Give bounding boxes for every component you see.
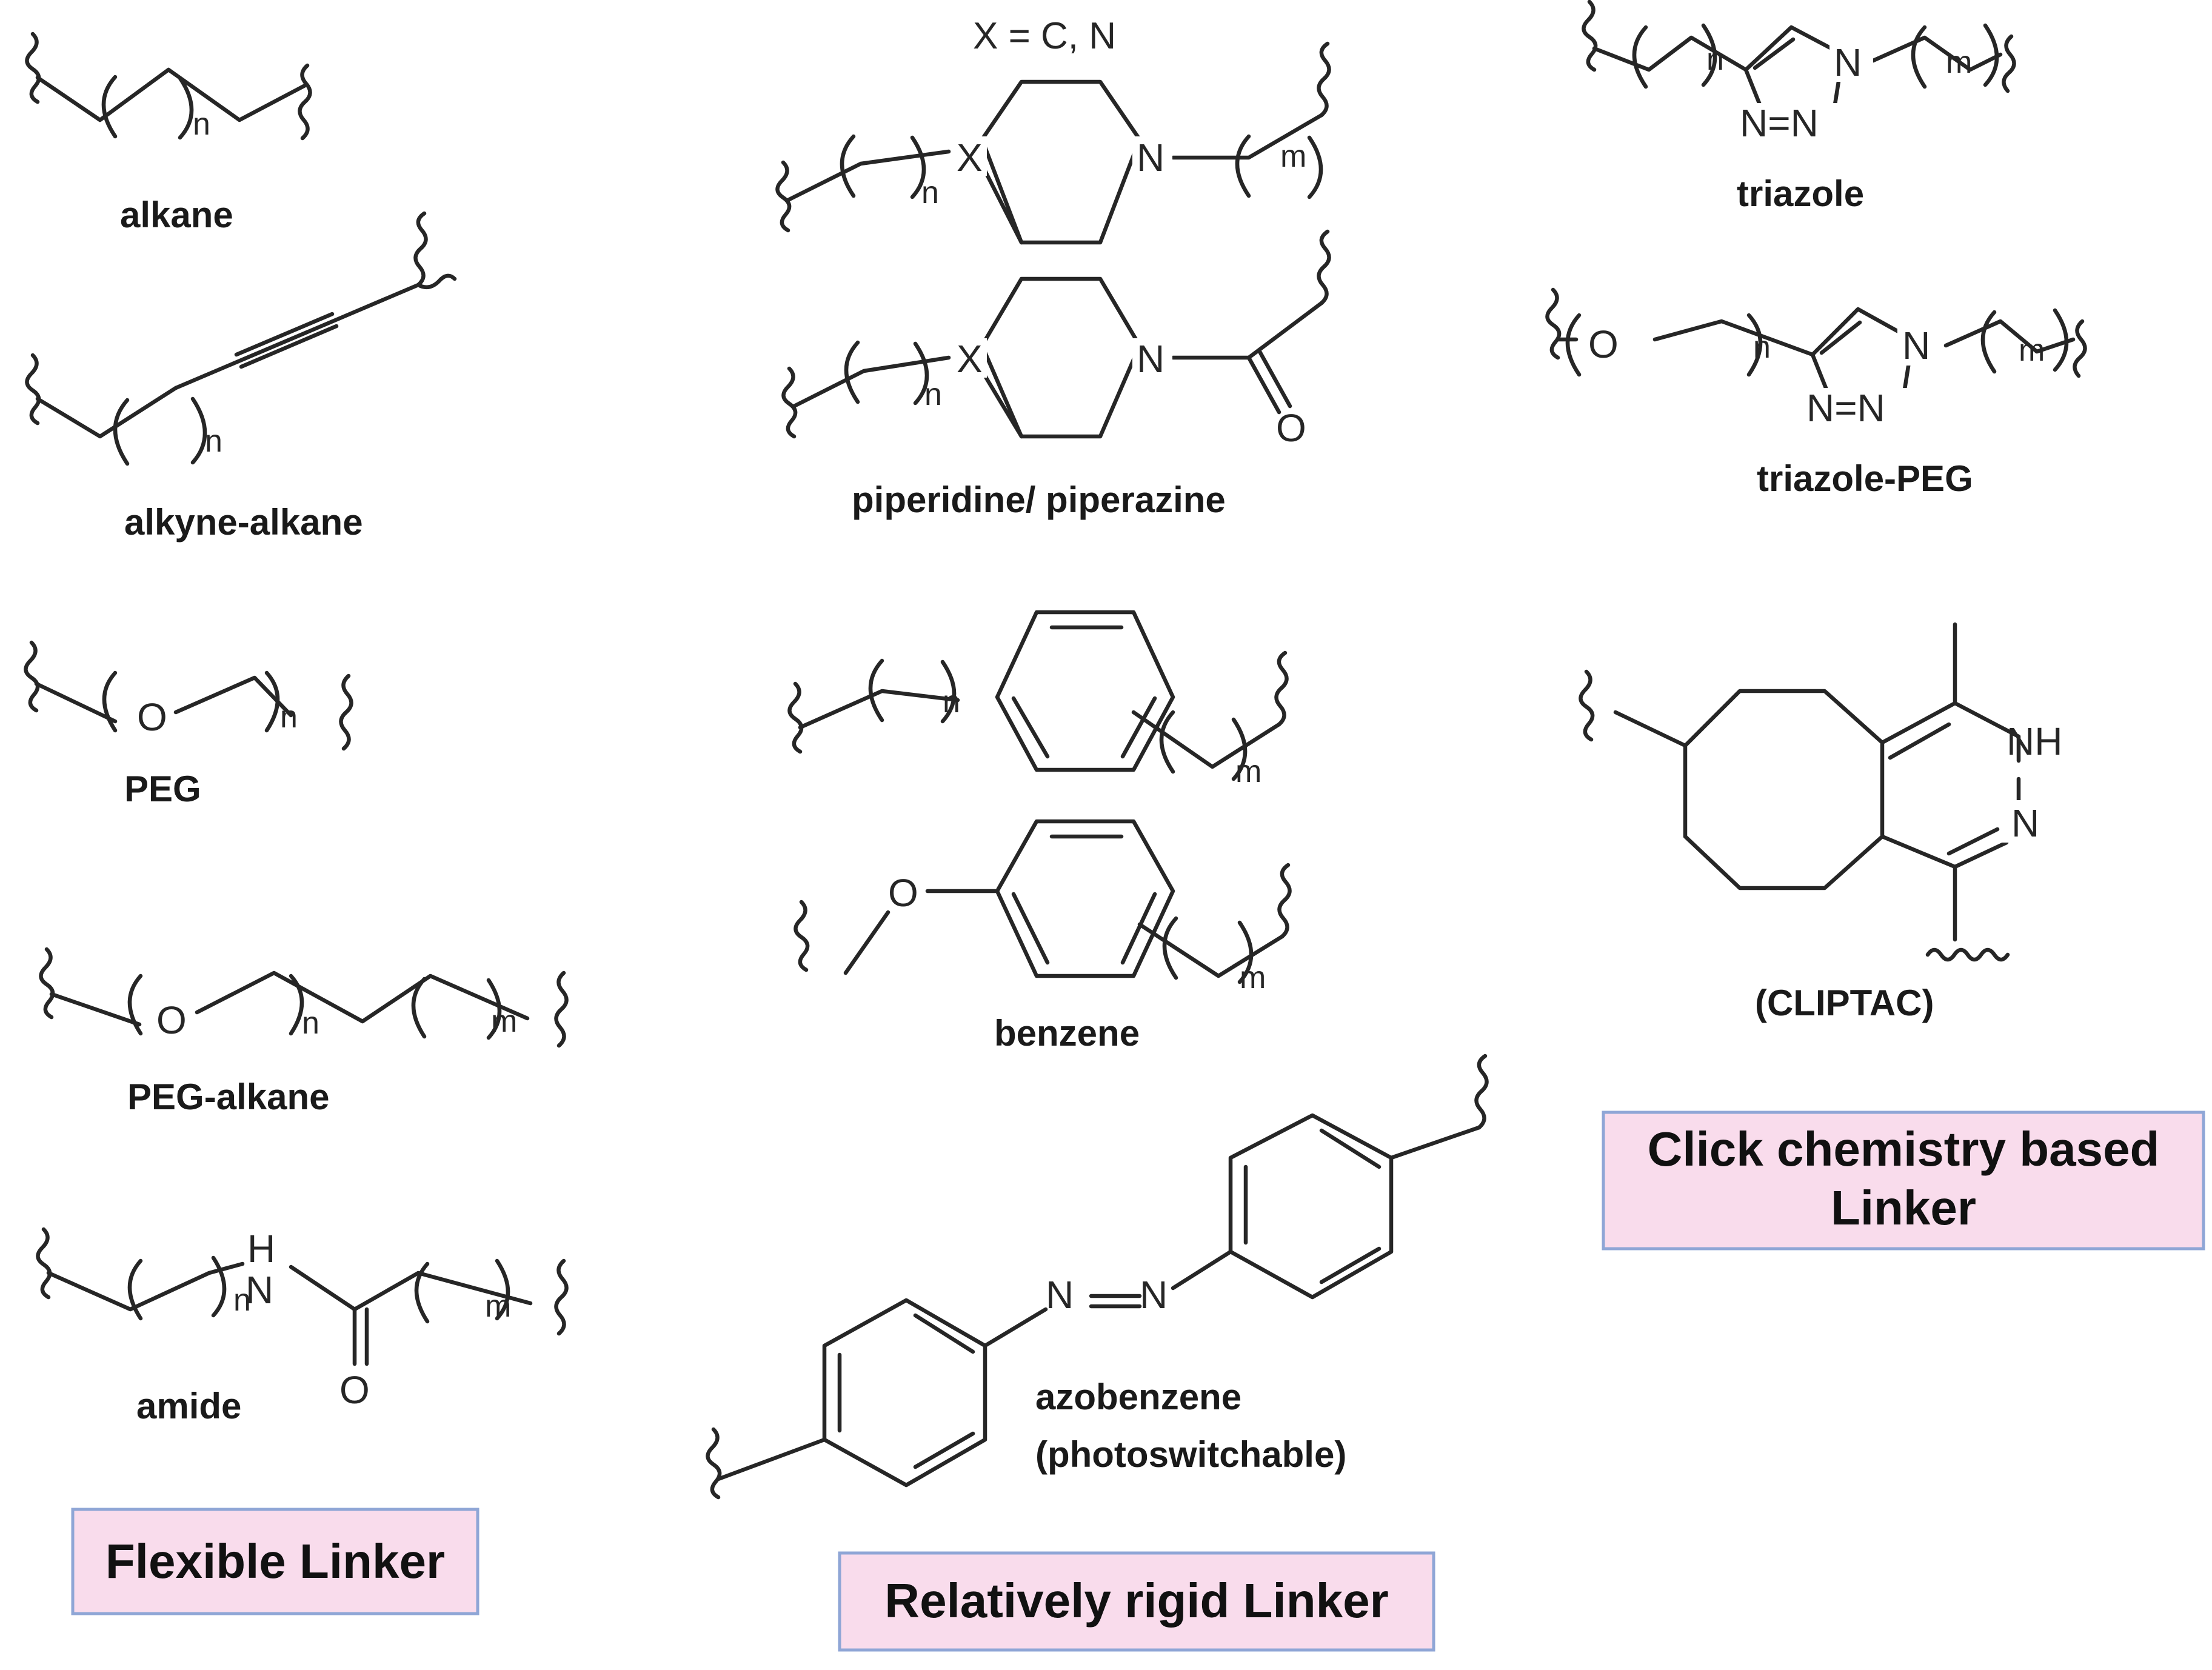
triazole-n-n: N=N — [1740, 101, 1819, 145]
rigid-linker-label: Relatively rigid Linker — [884, 1574, 1388, 1628]
peg-alkane-subscript-m: m — [491, 1004, 517, 1039]
triazole-subscript-n: n — [1706, 42, 1724, 77]
alkane-structure: n — [25, 32, 312, 142]
peg-alkane-structure: O n m — [39, 947, 569, 1048]
piperidine-structure-1: X N n m — [775, 41, 1331, 245]
cliptac-n: N — [2011, 801, 2039, 845]
click-linker-label-line2: Linker — [1831, 1181, 1976, 1235]
peg-label: PEG — [124, 769, 201, 809]
piperidine-x-2: X — [957, 337, 983, 381]
triazole-peg-subscript-n: n — [1753, 330, 1771, 365]
amide-oxygen: O — [339, 1368, 370, 1412]
amide-h: H — [247, 1227, 275, 1271]
alkane-label: alkane — [120, 195, 233, 235]
peg-oxygen: O — [137, 695, 167, 739]
piperidine-label: piperidine/ piperazine — [852, 479, 1226, 520]
benzene-oxygen-2: O — [888, 871, 918, 915]
piperidine-n-2: N — [1137, 337, 1164, 381]
piperidine-structure-2: X N O n — [781, 229, 1331, 450]
triazole-label: triazole — [1737, 173, 1864, 214]
alkyne-alkane-label: alkyne-alkane — [124, 502, 363, 543]
piperidine-subscript-n-2: n — [924, 377, 942, 412]
piperidine-subscript-n-1: n — [921, 175, 939, 210]
azobenzene-n-left: N — [1046, 1273, 1074, 1317]
triazole-peg-n1: N — [1902, 324, 1930, 367]
triazole-peg-n-n: N=N — [1806, 386, 1885, 430]
amide-structure: H N O n m — [36, 1227, 569, 1412]
benzene-structure-2: O m — [794, 819, 1292, 995]
alkyne-alkane-structure: n — [25, 211, 457, 466]
triazole-subscript-m: m — [1946, 45, 1972, 80]
azobenzene-note: (photoswitchable) — [1035, 1434, 1346, 1475]
azobenzene-label: azobenzene — [1035, 1377, 1241, 1417]
triazole-peg-label: triazole-PEG — [1757, 458, 1973, 499]
cliptac-nh: NH — [2007, 720, 2062, 763]
amide-label: amide — [136, 1386, 241, 1426]
peg-alkane-label: PEG-alkane — [127, 1077, 330, 1117]
triazole-peg-subscript-m: m — [2019, 333, 2045, 368]
triazole-n1: N — [1834, 41, 1862, 84]
cliptac-label: (CLIPTAC) — [1755, 983, 1934, 1023]
amide-subscript-m: m — [485, 1289, 511, 1324]
amide-subscript-n: n — [233, 1283, 251, 1318]
azobenzene-structure: N N — [706, 1054, 1489, 1500]
cliptac-structure: NH N — [1579, 622, 2062, 962]
alkyne-subscript: n — [205, 424, 222, 459]
benzene-subscript-n-1: n — [943, 684, 960, 720]
flexible-linker-box: Flexible Linker — [71, 1508, 479, 1615]
piperidine-subscript-m-1: m — [1280, 139, 1306, 174]
peg-alkane-subscript-n: n — [302, 1006, 319, 1041]
triazole-peg-structure: O N N=N n m — [1545, 287, 2087, 430]
rigid-linker-box: Relatively rigid Linker — [838, 1551, 1435, 1652]
benzene-structure-1: n m — [787, 610, 1289, 789]
triazole-peg-oxygen: O — [1588, 322, 1619, 366]
alkane-subscript: n — [193, 107, 210, 142]
peg-subscript: n — [280, 700, 298, 735]
triazole-structure: N N=N n m — [1582, 0, 2016, 145]
piperidine-n-1: N — [1137, 136, 1164, 179]
benzene-subscript-m-1: m — [1235, 754, 1261, 789]
x-equals-note: X = C, N — [973, 15, 1116, 57]
amide-nitrogen: N — [246, 1268, 273, 1312]
click-linker-box: Click chemistry based Linker — [1602, 1111, 2205, 1251]
peg-alkane-oxygen: O — [156, 998, 187, 1042]
benzene-subscript-m-2: m — [1240, 960, 1266, 995]
click-linker-label-line1: Click chemistry based — [1648, 1122, 2160, 1176]
azobenzene-n-right: N — [1140, 1273, 1168, 1317]
piperidine-oxygen-2: O — [1276, 406, 1306, 450]
flexible-linker-label: Flexible Linker — [105, 1534, 445, 1588]
benzene-label: benzene — [994, 1013, 1140, 1054]
peg-structure: O n — [24, 640, 353, 751]
piperidine-x-1: X — [957, 136, 983, 179]
